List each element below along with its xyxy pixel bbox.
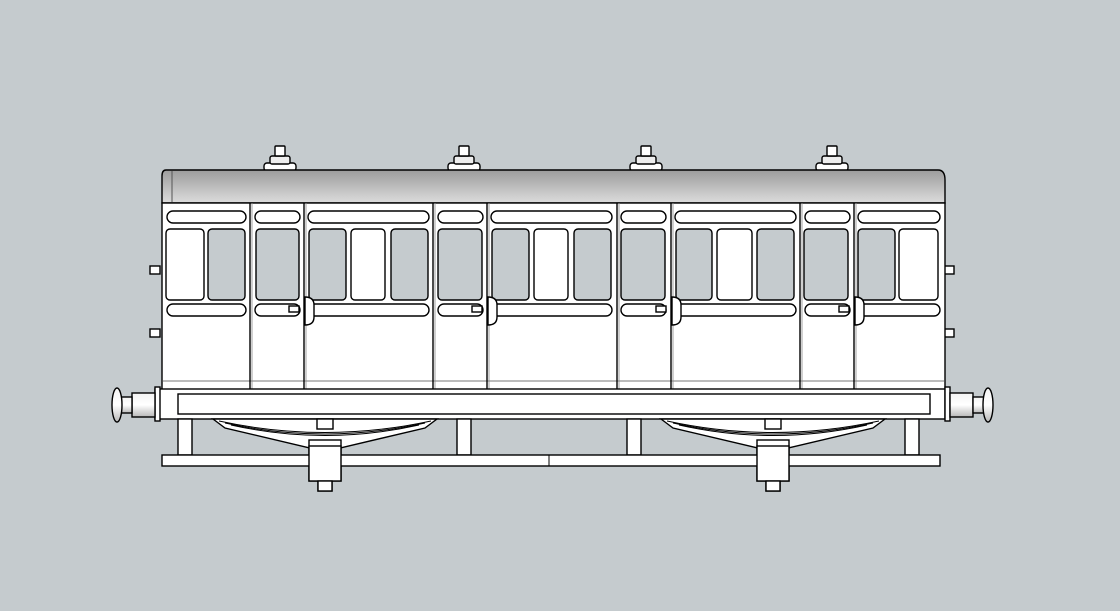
lower-panel — [674, 303, 797, 317]
door-handle — [854, 296, 865, 326]
window-glass — [255, 228, 300, 301]
window-glass — [803, 228, 849, 301]
window-glass — [756, 228, 795, 301]
door-latch — [471, 305, 483, 313]
roof-lamp-cap — [640, 145, 652, 157]
top-light-panel — [804, 210, 851, 224]
spring-leaf — [224, 422, 426, 435]
spring-buckle — [764, 418, 782, 430]
window-glass — [437, 228, 483, 301]
top-light-panel — [490, 210, 613, 224]
frame-leg — [626, 418, 642, 456]
roof-lamp-body — [821, 155, 843, 165]
door-latch — [838, 305, 850, 313]
window-panel — [165, 228, 205, 301]
buffer-shank — [131, 392, 156, 418]
door-latch — [288, 305, 300, 313]
lower-panel — [490, 303, 613, 317]
buffer-beam-plate — [154, 386, 161, 422]
top-light-panel — [254, 210, 301, 224]
buffer-shank — [949, 392, 974, 418]
roof — [161, 169, 946, 204]
window-panel — [350, 228, 386, 301]
window-panel — [898, 228, 939, 301]
spring-leaf — [218, 420, 432, 433]
door-handle — [304, 296, 315, 326]
roof-lamp-cap — [826, 145, 838, 157]
window-panel — [533, 228, 569, 301]
top-light-panel — [674, 210, 797, 224]
axlebox-front — [308, 445, 342, 482]
top-light-panel — [620, 210, 667, 224]
window-glass — [390, 228, 429, 301]
lower-panel — [166, 303, 247, 317]
door-latch — [655, 305, 667, 313]
window-glass — [857, 228, 896, 301]
roof-lamp-cap — [458, 145, 470, 157]
window-glass — [207, 228, 246, 301]
buffer-head — [111, 387, 123, 423]
top-light-panel — [857, 210, 941, 224]
spring-buckle — [316, 418, 334, 430]
spring-leaf — [678, 424, 868, 436]
top-light-panel — [166, 210, 247, 224]
buffer-head — [982, 387, 994, 423]
axlebox-bolt — [765, 480, 781, 492]
window-glass — [620, 228, 666, 301]
spring-leaf — [672, 422, 874, 435]
window-glass — [675, 228, 713, 301]
door-handle — [671, 296, 682, 326]
buffer-beam-plate — [944, 386, 951, 422]
lower-panel — [307, 303, 430, 317]
top-light-panel — [307, 210, 430, 224]
solebar-face — [177, 393, 931, 415]
roof-lamp-cap — [274, 145, 286, 157]
window-glass — [308, 228, 347, 301]
window-panel — [716, 228, 753, 301]
footboard — [161, 454, 941, 467]
side-peg — [149, 328, 161, 338]
axlebox-bolt — [317, 480, 333, 492]
top-light-panel — [437, 210, 484, 224]
spring-leaf — [230, 424, 420, 436]
spring-leaf — [666, 420, 880, 433]
frame-leg — [456, 418, 472, 456]
roof-lamp-body — [453, 155, 475, 165]
lower-panel — [857, 303, 941, 317]
side-peg — [149, 265, 161, 275]
door-handle — [487, 296, 498, 326]
frame-leg — [904, 418, 920, 456]
window-glass — [573, 228, 612, 301]
window-glass — [491, 228, 530, 301]
roof-lamp-body — [635, 155, 657, 165]
axlebox-front — [756, 445, 790, 482]
frame-leg — [177, 418, 193, 456]
roof-lamp-body — [269, 155, 291, 165]
